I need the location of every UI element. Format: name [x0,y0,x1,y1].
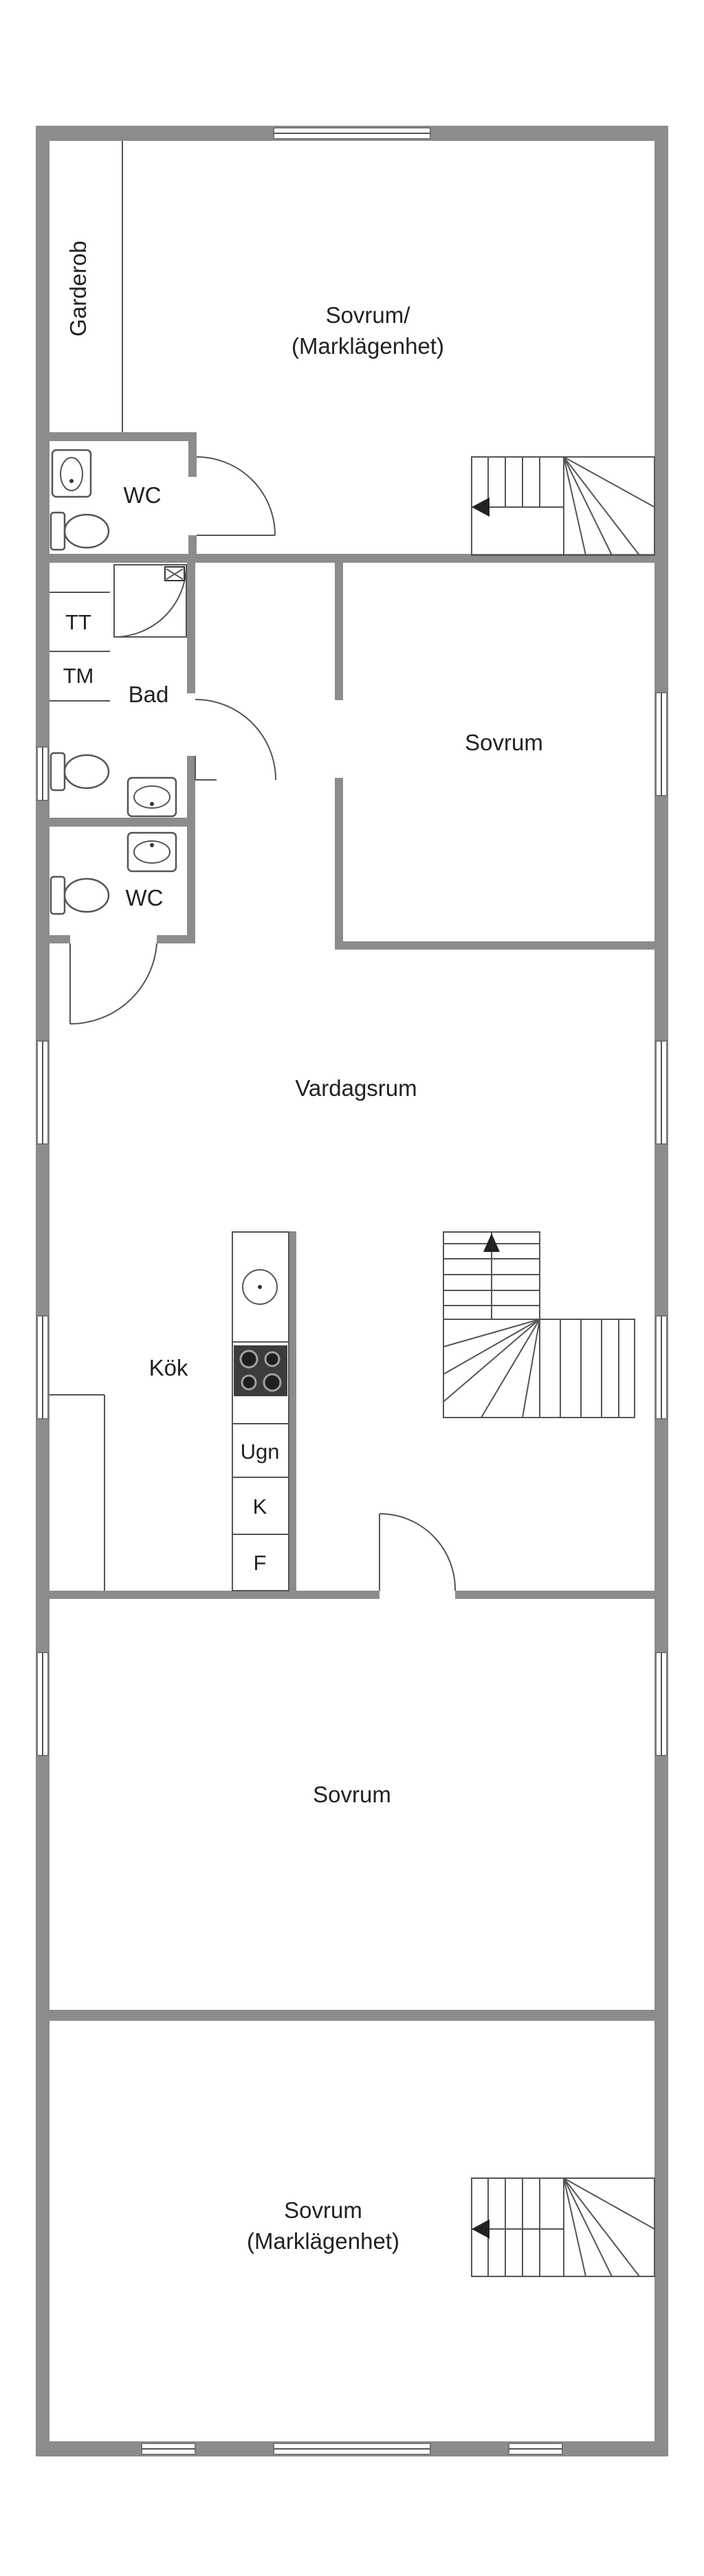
appliance-freezer: F [254,1551,267,1575]
window-bedroom-mid-right [655,692,668,796]
room-wc-lower: WC [50,831,177,915]
room-kitchen: Ugn K F Kök [50,1231,289,1591]
room-bath: TT TM Bad [50,564,188,818]
window-stairs-right [655,1315,668,1420]
window-living-right [655,1040,668,1145]
window-bottom-right [508,2443,563,2455]
toilet-bath [50,752,110,792]
window-bath-left [36,746,49,801]
window-living-left [36,1040,49,1145]
stairs-bottom [471,2177,655,2277]
sink-bath [126,776,177,818]
appliance-fridge: K [253,1494,267,1519]
toilet-wc-lower [50,875,110,915]
room-bedroom-top: Sovrum/ (Marklägenhet) [292,302,444,359]
shower [113,564,188,638]
bedroom-lower-label: Sovrum [313,1782,391,1807]
sink-wc-lower [126,831,177,873]
stairs-living [443,1231,635,1418]
window-top [273,127,431,139]
doors [69,456,456,1591]
room-wc-upper: WC [50,449,162,551]
cooktop [234,1345,287,1396]
bedroom-bottom-label-1: Sovrum [284,2197,362,2223]
windows [36,127,668,2455]
door-bath [195,699,276,781]
room-living: Vardagsrum [295,1075,417,1101]
wc-lower-label: WC [126,885,164,910]
sink-wc-upper [51,449,92,498]
kitchen-label: Kök [149,1355,188,1380]
bedroom-bottom-label-2: (Marklägenhet) [247,2228,399,2254]
toilet-wc-upper [50,511,110,551]
bedroom-top-label-1: Sovrum/ [326,302,411,328]
room-bedroom-mid: Sovrum [465,730,543,755]
living-label: Vardagsrum [295,1075,417,1101]
bedroom-top-label-2: (Marklägenhet) [292,333,444,359]
appliance-washer: TM [63,664,94,688]
window-lower-left [36,1652,49,1756]
appliance-oven: Ugn [241,1440,280,1464]
window-bottom-center [273,2443,431,2455]
wardrobe: Garderob [65,141,123,432]
bath-label: Bad [129,682,169,707]
window-lower-right [655,1652,668,1756]
room-bedroom-bottom: Sovrum (Marklägenhet) [247,2197,399,2254]
stairs-top [471,456,655,556]
wardrobe-label: Garderob [65,240,91,336]
bedroom-mid-label: Sovrum [465,730,543,755]
window-kitchen-left [36,1315,49,1420]
appliance-dryer: TT [65,610,91,634]
room-bedroom-lower: Sovrum [313,1782,391,1807]
kitchen-sink [242,1269,278,1305]
door-wc-lower [69,943,157,1025]
door-wc-upper [196,456,276,536]
window-bottom-left [141,2443,196,2455]
wc-upper-label: WC [124,482,162,508]
door-lower-bedroom [379,1513,456,1591]
